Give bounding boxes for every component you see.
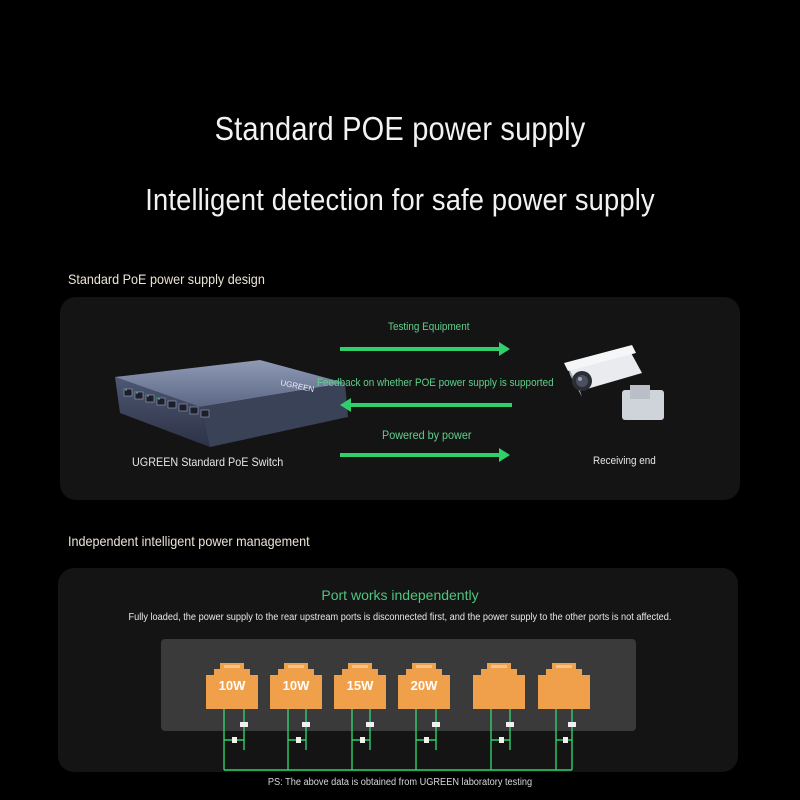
port-2-wattage: 10W (282, 678, 310, 693)
port-independent-description: Fully loaded, the power supply to the re… (128, 612, 672, 623)
feedback-arrow (340, 398, 512, 412)
section-label-power-management: Independent intelligent power management (68, 533, 310, 549)
ethernet-port-icon (538, 663, 590, 709)
poe-design-panel: UGREEN UGREEN Standard PoE Switch Testin… (60, 297, 740, 500)
section-label-poe-design: Standard PoE power supply design (68, 271, 265, 287)
camera-image (564, 345, 664, 420)
ethernet-port-icon (473, 663, 525, 709)
footnote: PS: The above data is obtained from UGRE… (267, 777, 533, 788)
feedback-label: Feedback on whether POE power supply is … (317, 377, 554, 389)
port-1-wattage: 10W (218, 678, 246, 693)
ethernet-port-icon (270, 663, 322, 709)
switch-caption: UGREEN Standard PoE Switch (132, 455, 284, 469)
powered-arrow (340, 448, 510, 462)
ethernet-port-icon (206, 663, 258, 709)
port-1: 10W (206, 663, 258, 709)
ethernet-port-icon (398, 663, 450, 709)
port-4-wattage: 20W (410, 678, 438, 693)
port-3-wattage: 15W (346, 678, 374, 693)
ethernet-port-icon (334, 663, 386, 709)
powered-label: Powered by power (382, 428, 472, 442)
page-subtitle: Intelligent detection for safe power sup… (145, 182, 655, 217)
port-3: 15W (334, 663, 386, 709)
port-6 (538, 663, 590, 709)
testing-arrow (340, 342, 510, 356)
port-5 (473, 663, 525, 709)
page-title: Standard POE power supply (214, 110, 586, 147)
circuit-diagram (223, 709, 576, 771)
receiver-caption: Receiving end (593, 455, 656, 467)
poe-switch-image: UGREEN (115, 360, 348, 447)
port-4: 20W (398, 663, 450, 709)
port-2: 10W (270, 663, 322, 709)
testing-equipment-label: Testing Equipment (388, 321, 470, 333)
port-independent-title: Port works independently (321, 587, 479, 603)
